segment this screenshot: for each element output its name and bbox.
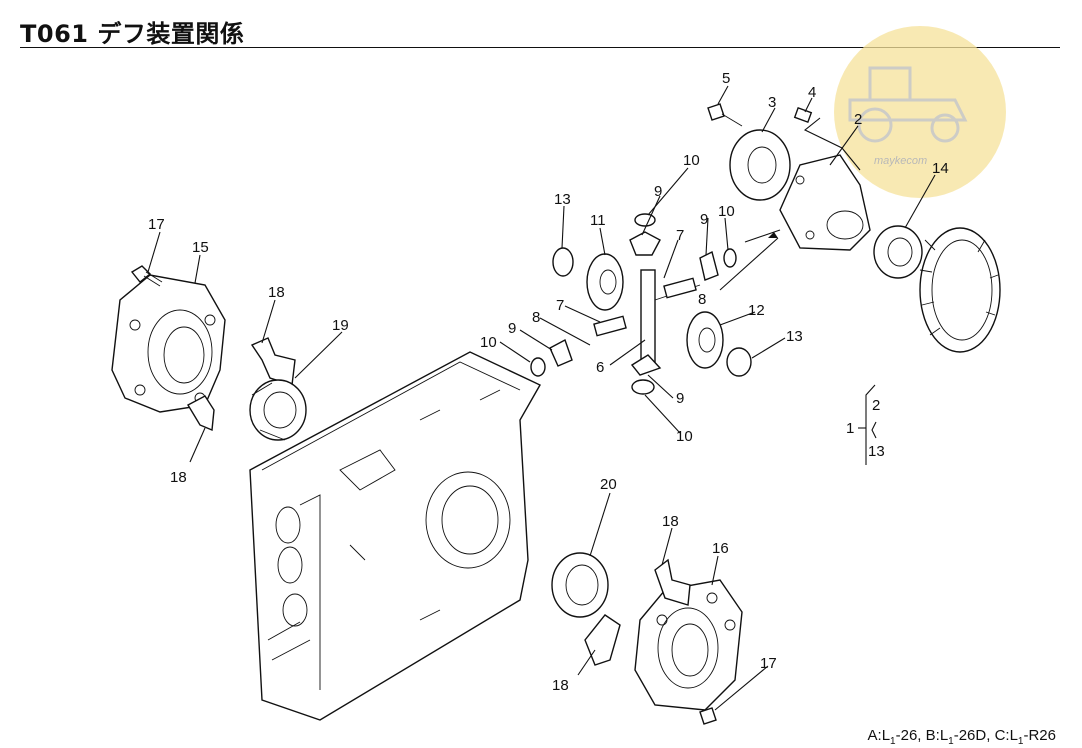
model-b-sub: 1 xyxy=(948,736,954,747)
model-a-sub: 1 xyxy=(890,736,896,747)
model-c-sub: 1 xyxy=(1017,736,1024,747)
part-16-flange-cover xyxy=(634,579,743,711)
part-5-bolt xyxy=(707,103,743,127)
model-a-prefix: A:L xyxy=(867,727,891,744)
callout-9: 9 xyxy=(654,183,662,200)
model-c-suffix: -R26 xyxy=(1023,727,1056,744)
callout-5: 5 xyxy=(722,70,730,87)
callout-19: 19 xyxy=(332,317,349,334)
part-4-pin xyxy=(793,107,813,123)
part-9-pinion-gear xyxy=(549,231,719,376)
callout-14: 14 xyxy=(932,160,949,177)
callout-2: 2 xyxy=(872,397,880,414)
part-18-shim-upper-right xyxy=(654,558,691,606)
callout-9: 9 xyxy=(508,320,516,337)
callout-7: 7 xyxy=(676,227,684,244)
watermark-logo: maykecom xyxy=(834,26,1006,198)
part-3-diff-cover xyxy=(729,129,791,201)
callout-6: 6 xyxy=(596,359,604,376)
part-18-shim-upper-left xyxy=(250,337,296,386)
callout-9: 9 xyxy=(700,211,708,228)
callout-18: 18 xyxy=(268,284,285,301)
model-b-suffix: -26D, xyxy=(953,727,991,744)
model-a-suffix: -26, xyxy=(895,727,922,744)
part-12-side-gear xyxy=(686,311,724,369)
callout-15: 15 xyxy=(192,239,209,256)
group-bracket-1 xyxy=(858,384,877,465)
callout-labels: 17 15 18 19 18 20 18 16 17 18 5 3 4 2 14… xyxy=(148,70,949,694)
part-7-pinion-shaft xyxy=(593,277,697,337)
callout-11: 11 xyxy=(590,212,606,229)
callout-16: 16 xyxy=(712,540,729,557)
callout-13: 13 xyxy=(786,328,803,345)
callout-10: 10 xyxy=(683,152,700,169)
callout-8: 8 xyxy=(698,291,706,308)
tractor-icon xyxy=(848,66,968,143)
model-footnote: A:L1-26, B:L1-26D, C:L1-R26 xyxy=(868,727,1056,747)
model-c-prefix: C:L xyxy=(994,727,1018,744)
arrow-head xyxy=(768,232,778,238)
part-19-bearing xyxy=(249,379,307,441)
part-11-side-gear xyxy=(586,253,624,311)
callout-3: 3 xyxy=(768,94,776,111)
callout-7: 7 xyxy=(556,297,564,314)
part-14-bearing xyxy=(873,225,923,279)
part-20-bearing xyxy=(551,552,609,618)
callout-17: 17 xyxy=(148,216,165,233)
callout-10: 10 xyxy=(676,428,693,445)
callout-9: 9 xyxy=(676,390,684,407)
part-18-shim-lower-left xyxy=(187,395,215,432)
callout-8: 8 xyxy=(532,309,540,326)
leader-lines xyxy=(147,85,936,711)
callout-10: 10 xyxy=(480,334,497,351)
callout-12: 12 xyxy=(748,302,765,319)
callout-13: 13 xyxy=(554,191,571,208)
page-title: T061 デフ装置関係 xyxy=(20,20,245,48)
model-b-prefix: B:L xyxy=(925,727,949,744)
transmission-housing xyxy=(249,351,541,721)
callout-1: 1 xyxy=(846,420,854,437)
title-rule xyxy=(20,47,1060,48)
callout-18: 18 xyxy=(170,469,187,486)
callout-13: 13 xyxy=(868,443,885,460)
part-15-flange-cover xyxy=(111,274,226,413)
part-13-thrust-washer xyxy=(552,247,752,377)
callout-10: 10 xyxy=(718,203,735,220)
part-17-bolt-left xyxy=(130,265,163,287)
watermark-text: maykecom xyxy=(874,155,927,167)
callout-20: 20 xyxy=(600,476,617,493)
callout-2: 2 xyxy=(854,111,862,128)
callout-18: 18 xyxy=(662,513,679,530)
part-2-diff-case xyxy=(779,154,871,251)
ring-gear xyxy=(919,227,1001,353)
part-17-bolt-right xyxy=(699,707,717,725)
callout-4: 4 xyxy=(808,84,816,101)
callout-17: 17 xyxy=(760,655,777,672)
callout-18: 18 xyxy=(552,677,569,694)
